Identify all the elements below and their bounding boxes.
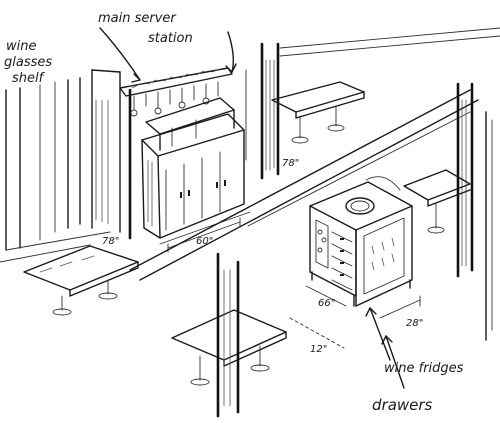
label-drawers: drawers	[372, 396, 433, 414]
label-shelf: shelf	[12, 71, 46, 86]
dim-station-width: 60"	[196, 236, 213, 247]
ceiling-beam-upper	[279, 27, 500, 57]
upper-right-table	[271, 81, 365, 144]
left-lower-table	[23, 245, 139, 316]
label-main-server: main server	[98, 11, 177, 26]
bottom-table	[171, 309, 287, 386]
label-wine-glasses-shelf: wine glasses shelf	[4, 39, 52, 86]
dim-post-height-upper: 78"	[282, 158, 299, 169]
label-glasses: glasses	[4, 55, 52, 70]
left-column	[91, 69, 132, 240]
dim-post-height-left: 78"	[102, 236, 119, 247]
upper-column	[245, 42, 280, 180]
dim-cart-depth: 28"	[406, 318, 423, 329]
cart-dimension-lines	[289, 285, 421, 349]
left-wall	[0, 77, 111, 263]
label-wine-fridges: wine fridges	[384, 361, 464, 376]
ceiling-beam-lower	[129, 89, 479, 281]
right-posts	[456, 82, 493, 341]
dim-cart-width: 66"	[318, 298, 335, 309]
server-station	[119, 67, 251, 245]
annotation-arrows	[99, 27, 405, 389]
label-wine: wine	[6, 39, 36, 54]
dim-clearance: 12"	[310, 344, 327, 355]
bottom-post	[216, 252, 240, 418]
far-right-table	[403, 169, 471, 234]
label-station: station	[148, 31, 193, 46]
wine-cart	[309, 176, 413, 307]
label-main-server-station: main server station	[98, 11, 193, 46]
